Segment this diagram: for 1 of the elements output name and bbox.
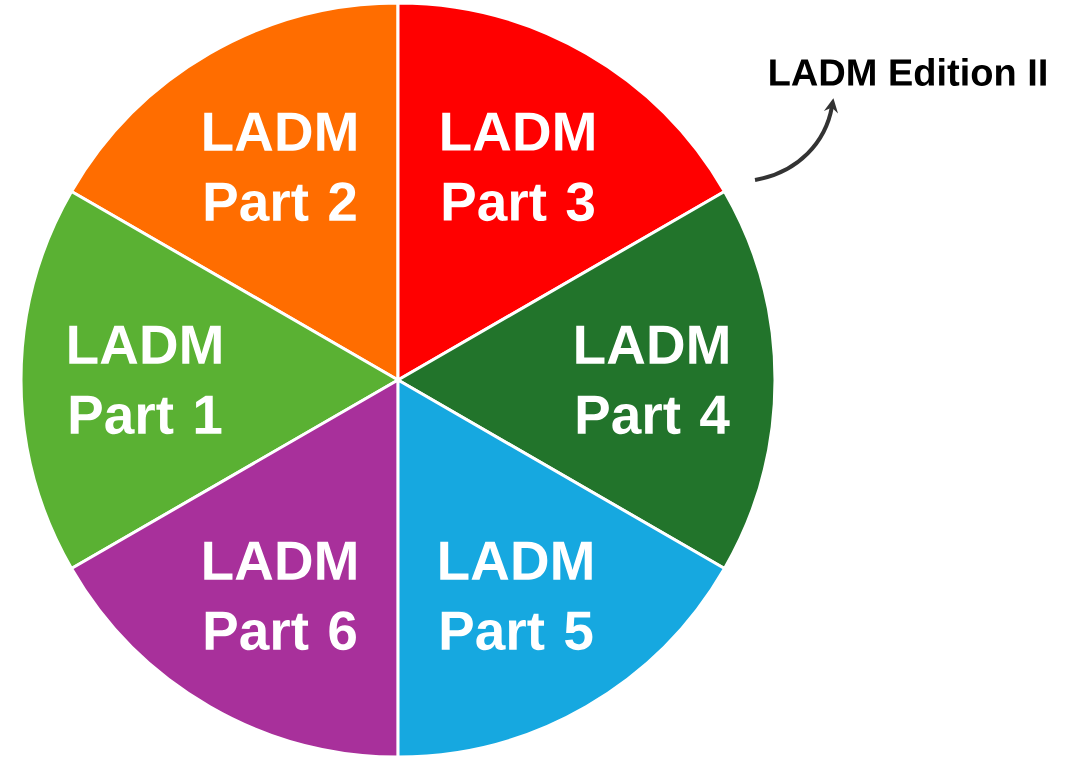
callout-label: LADM Edition II <box>770 58 1046 86</box>
